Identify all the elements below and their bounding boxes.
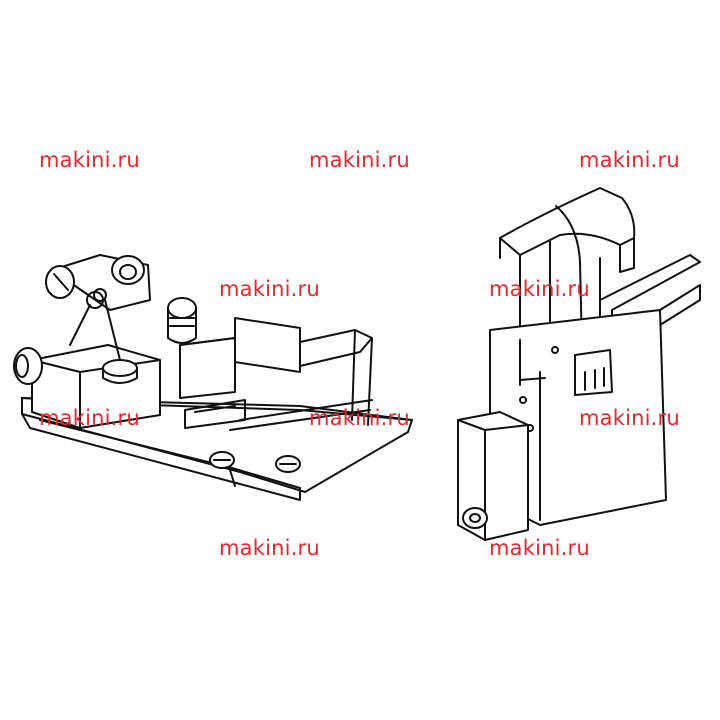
watermark-text: makini.ru [579, 148, 680, 172]
watermark-text: makini.ru [309, 406, 410, 430]
watermark-text: makini.ru [489, 536, 590, 560]
watermark-text: makini.ru [489, 277, 590, 301]
watermark-text: makini.ru [39, 406, 140, 430]
watermark-text: makini.ru [39, 148, 140, 172]
watermark-text: makini.ru [309, 148, 410, 172]
watermark-text: makini.ru [219, 277, 320, 301]
watermark-text: makini.ru [219, 536, 320, 560]
watermark-text: makini.ru [579, 406, 680, 430]
